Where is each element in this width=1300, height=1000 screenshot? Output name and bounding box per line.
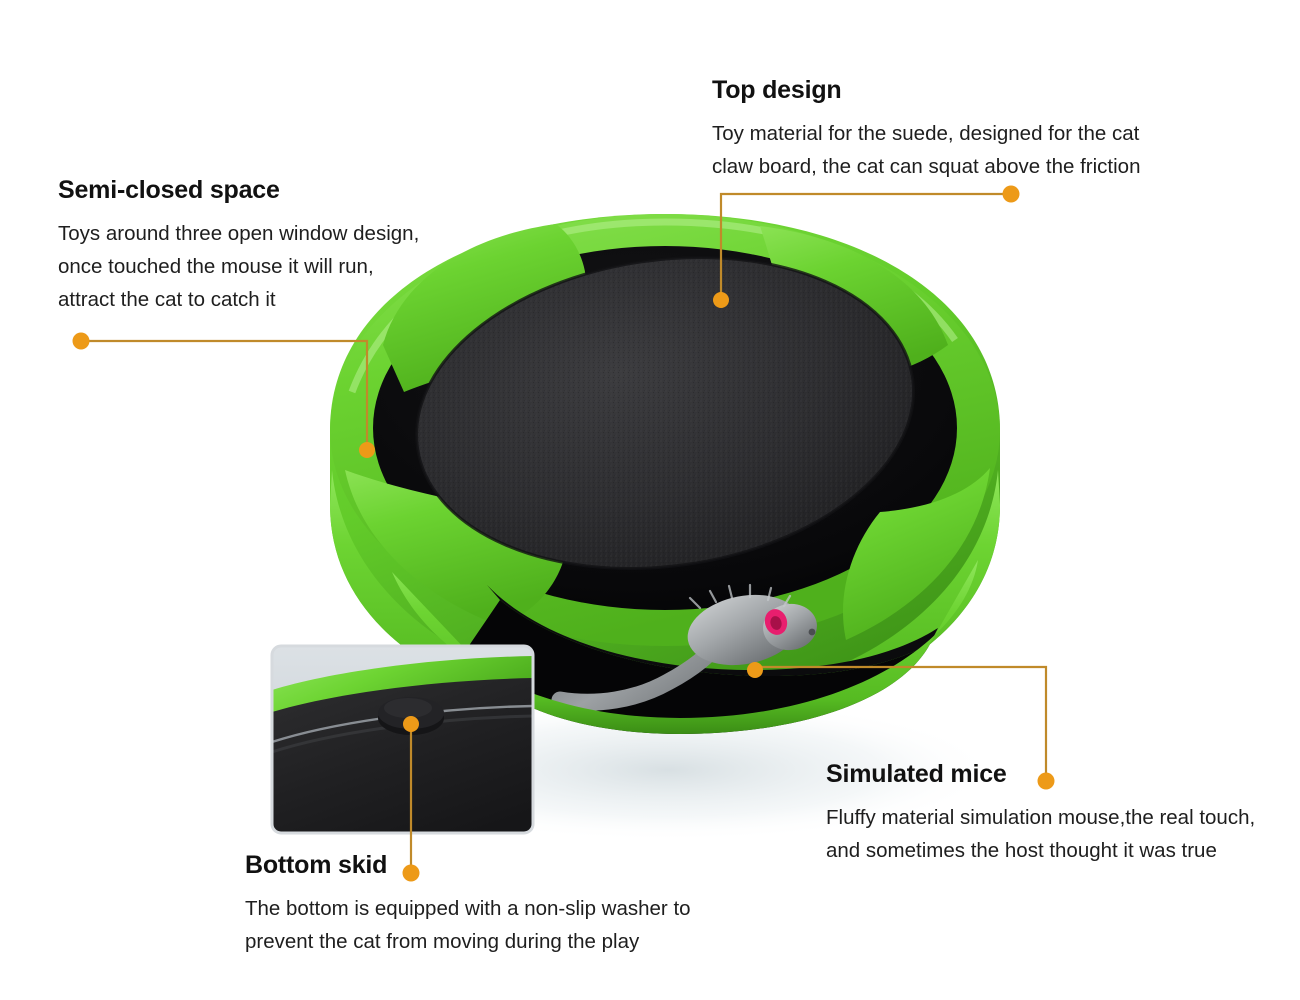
callout-line: and sometimes the host thought it was tr…	[826, 838, 1217, 862]
callout-body-simulated-mice: Fluffy material simulation mouse,the rea…	[826, 801, 1255, 867]
callout-title-top-design: Top design	[712, 76, 842, 104]
callout-title-simulated-mice: Simulated mice	[826, 760, 1007, 788]
plush-mouse	[551, 583, 817, 711]
callout-line: claw board, the cat can squat above the …	[712, 154, 1141, 178]
inset-green-rim	[272, 656, 533, 716]
product-scratch-pad	[400, 250, 934, 590]
callout-line: Toys around three open window design,	[58, 221, 420, 245]
callout-line: prevent the cat from moving during the p…	[245, 929, 640, 953]
callout-bottom-skid: Bottom skid The bottom is equipped with …	[245, 851, 691, 958]
callout-title-bottom-skid: Bottom skid	[245, 851, 388, 879]
callout-line: attract the cat to catch it	[58, 288, 276, 312]
callout-title-semi-closed-space: Semi-closed space	[58, 176, 280, 204]
callout-line: once touched the mouse it will run,	[58, 254, 374, 278]
callout-top-design: Top design Toy material for the suede, d…	[712, 76, 1140, 183]
callout-line: Fluffy material simulation mouse,the rea…	[826, 805, 1256, 829]
callout-line: The bottom is equipped with a non-slip w…	[245, 896, 691, 920]
callout-body-semi-closed-space: Toys around three open window design, on…	[58, 217, 419, 317]
callout-body-bottom-skid: The bottom is equipped with a non-slip w…	[245, 892, 691, 958]
callout-line: Toy material for the suede, designed for…	[712, 121, 1140, 145]
callout-simulated-mice: Simulated mice Fluffy material simulatio…	[826, 760, 1255, 867]
callout-semi-closed-space: Semi-closed space Toys around three open…	[58, 176, 419, 316]
inset-base-black	[272, 678, 533, 833]
callout-body-top-design: Toy material for the suede, designed for…	[712, 117, 1140, 183]
